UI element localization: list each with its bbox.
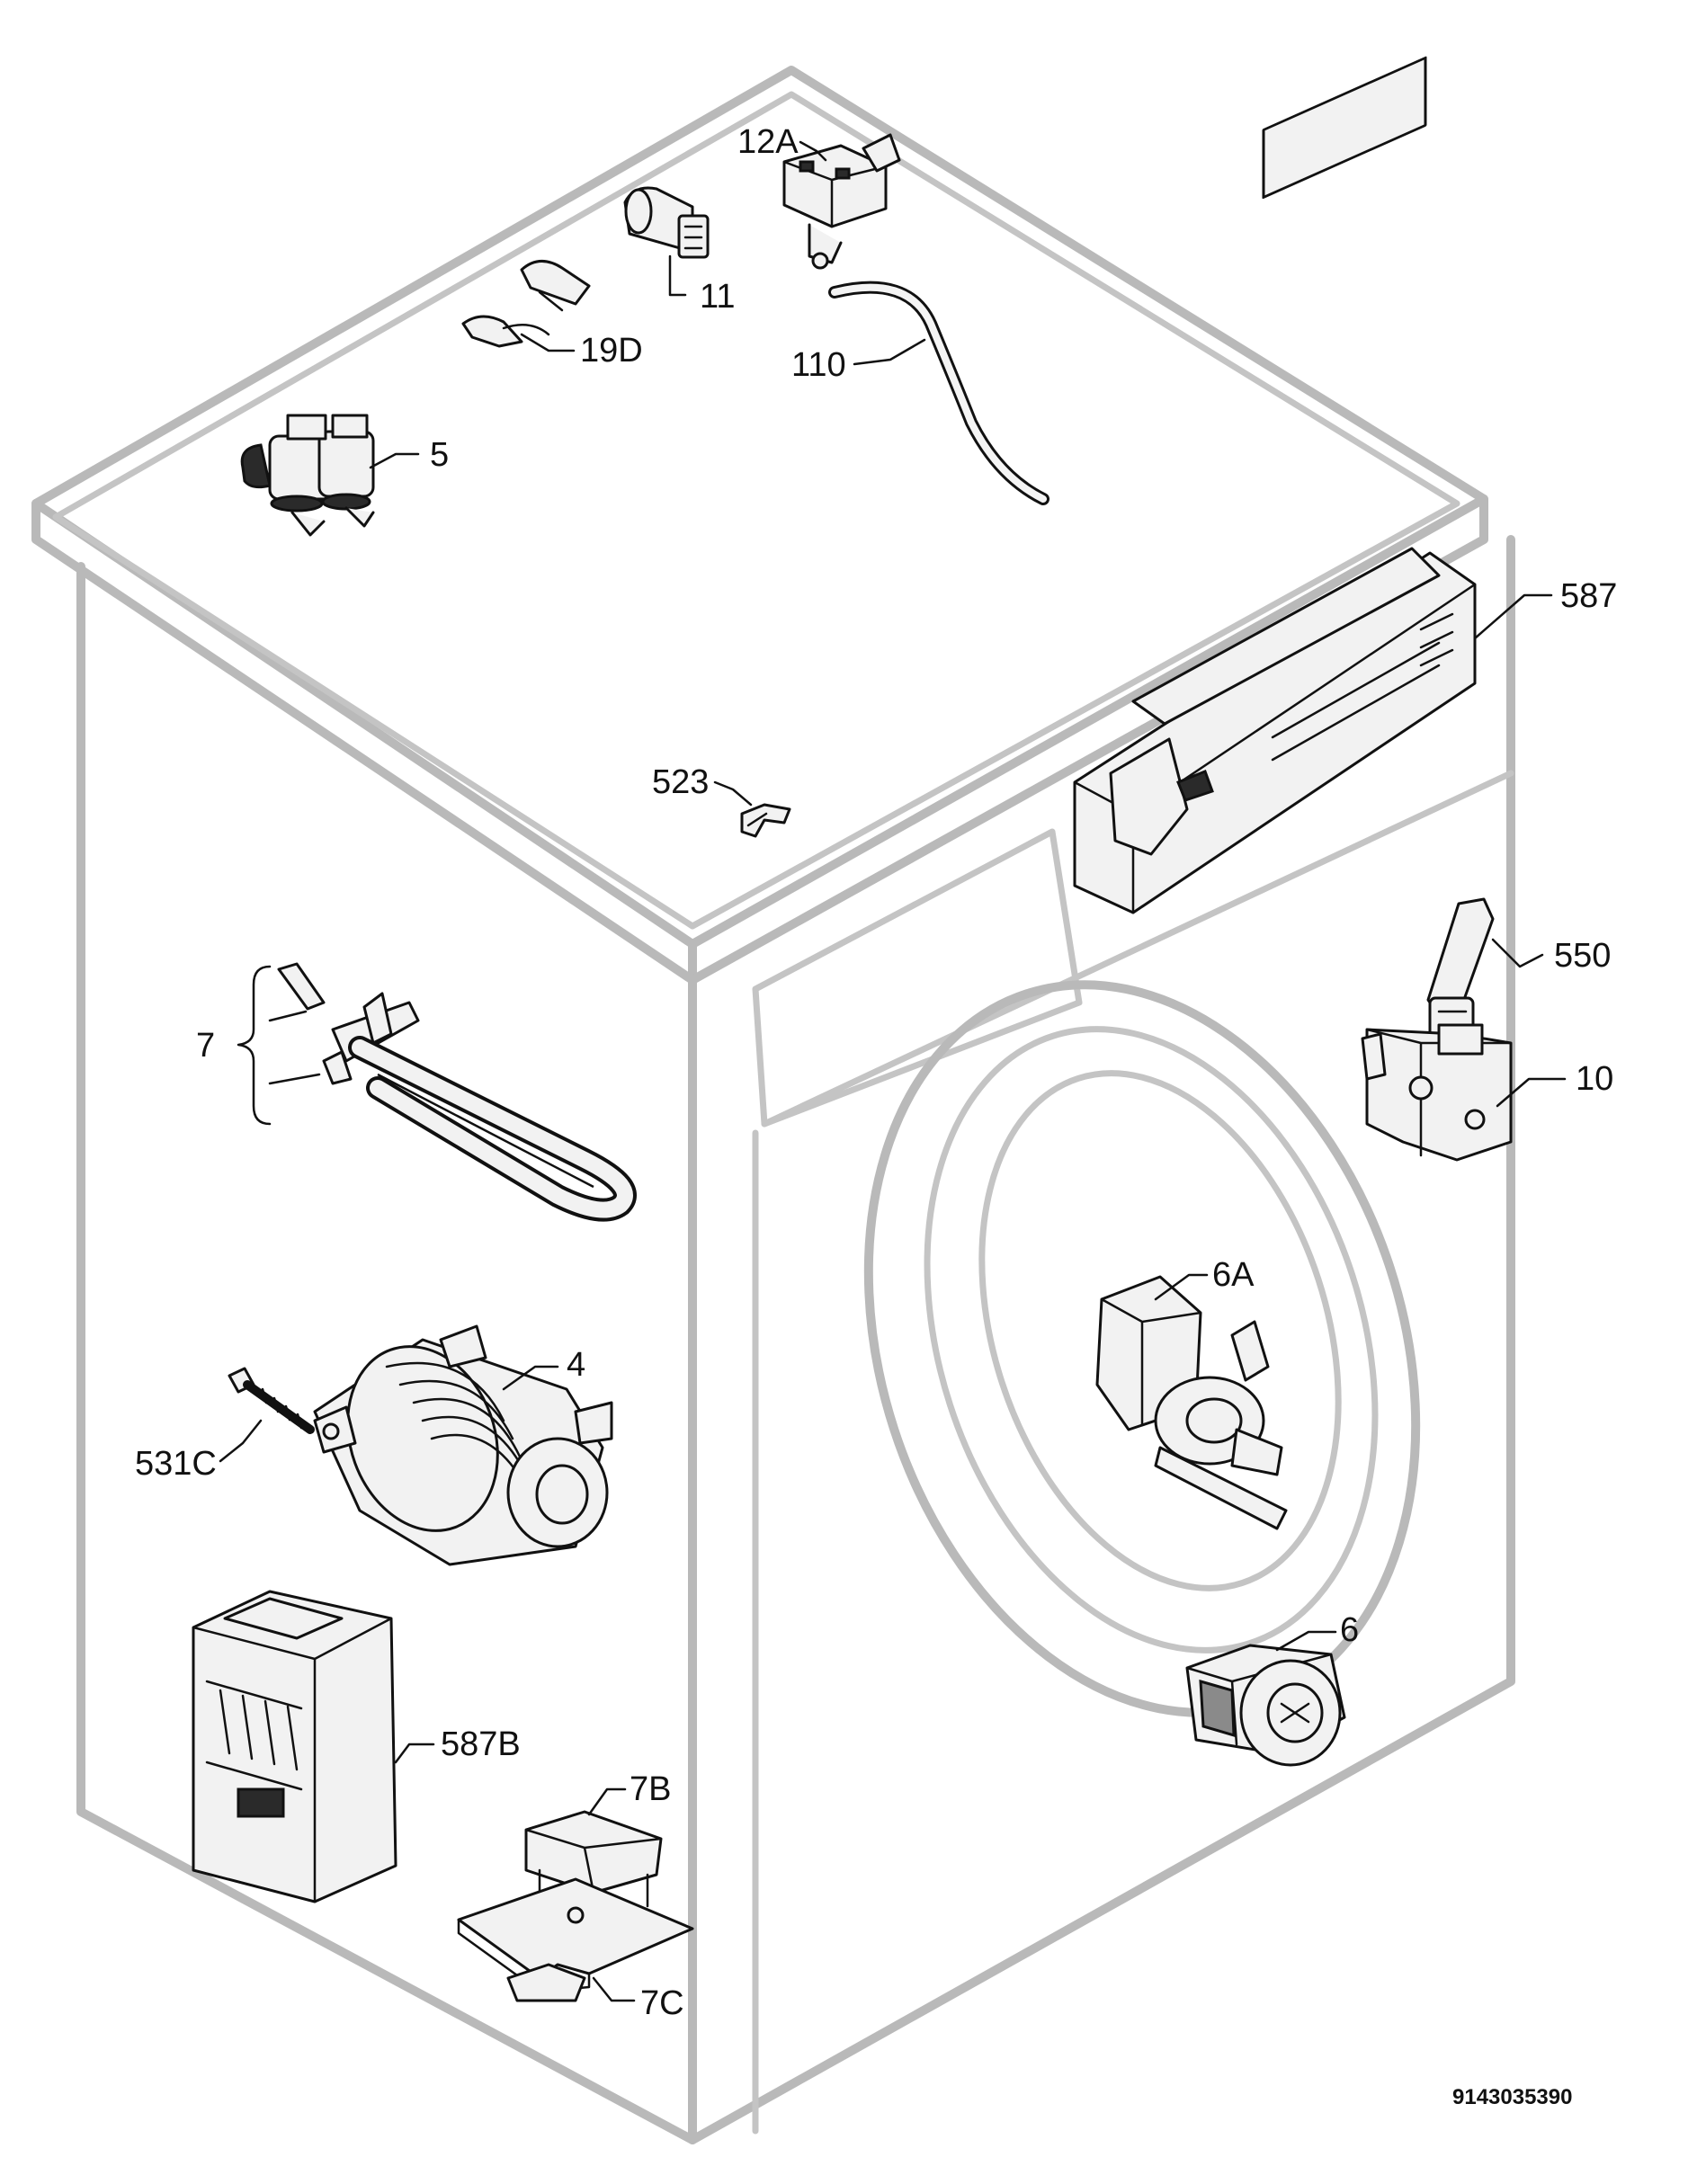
callout-6: 6 — [1340, 1611, 1359, 1649]
callout-6-leader — [1275, 1630, 1337, 1652]
circulation-pump-part[interactable] — [1185, 1644, 1346, 1767]
callout-6a: 6A — [1212, 1256, 1255, 1294]
callout-11: 11 — [700, 278, 735, 316]
callout-110: 110 — [791, 346, 846, 384]
callout-10-leader-a — [268, 1010, 308, 1022]
callout-523: 523 — [652, 763, 709, 801]
suppressor-capacitor-part[interactable] — [623, 186, 710, 259]
callout-523-leader — [713, 780, 753, 807]
inlet-valve-part[interactable] — [240, 414, 375, 537]
callout-19d: 19D — [580, 332, 643, 370]
callout-7c: 7C — [640, 1984, 684, 2022]
callout-587b: 587B — [441, 1725, 521, 1763]
callout-19d-leader — [520, 333, 576, 352]
sensor-part[interactable] — [524, 1810, 663, 1908]
callout-5: 5 — [430, 436, 449, 474]
clip-part[interactable] — [740, 803, 791, 838]
callout-7b-leader — [587, 1787, 627, 1816]
callout-11-leader — [668, 254, 687, 297]
callout-587-leader — [1473, 593, 1553, 640]
pressure-hose-part[interactable] — [828, 281, 1049, 505]
callout-587b-leader — [394, 1743, 435, 1764]
callout-7: 10 — [1576, 1060, 1613, 1098]
motor-control-module-part[interactable] — [192, 1590, 397, 1903]
sensor-bracket-part[interactable] — [457, 1877, 694, 2002]
callout-10-brace — [237, 965, 272, 1126]
callout-4-leader — [502, 1365, 559, 1391]
callout-7c-leader — [592, 1976, 636, 2002]
callout-6a-leader — [1154, 1273, 1209, 1301]
callout-587: 587 — [1560, 577, 1617, 615]
pressure-switch-part[interactable] — [782, 133, 901, 270]
callout-12a-leader — [799, 140, 827, 162]
callout-550: 550 — [1554, 937, 1611, 975]
callout-550-leader — [1491, 938, 1544, 968]
callout-4: 4 — [567, 1346, 585, 1384]
control-module-part[interactable] — [1073, 56, 1477, 914]
heating-element-part[interactable] — [277, 962, 637, 1222]
callout-531c: 531C — [135, 1445, 217, 1483]
callout-7-leader — [1496, 1077, 1567, 1108]
callout-12a: 12A — [737, 123, 799, 161]
door-interlock-part[interactable] — [1361, 1023, 1513, 1162]
clamp-part[interactable] — [461, 260, 591, 348]
drain-pump-part[interactable] — [1095, 1275, 1288, 1530]
callout-110-leader — [853, 338, 926, 366]
door-lever-part[interactable] — [1426, 897, 1495, 1043]
callout-531c-leader — [219, 1419, 263, 1463]
callout-7b: 7B — [630, 1770, 671, 1808]
callout-10-leader-b — [268, 1073, 321, 1085]
callout-10: 7 — [196, 1027, 215, 1065]
motor-part[interactable] — [313, 1324, 613, 1566]
screw-part[interactable] — [228, 1367, 315, 1434]
callout-5-leader — [369, 452, 420, 469]
document-number: 9143035390 — [1452, 2085, 1572, 2109]
